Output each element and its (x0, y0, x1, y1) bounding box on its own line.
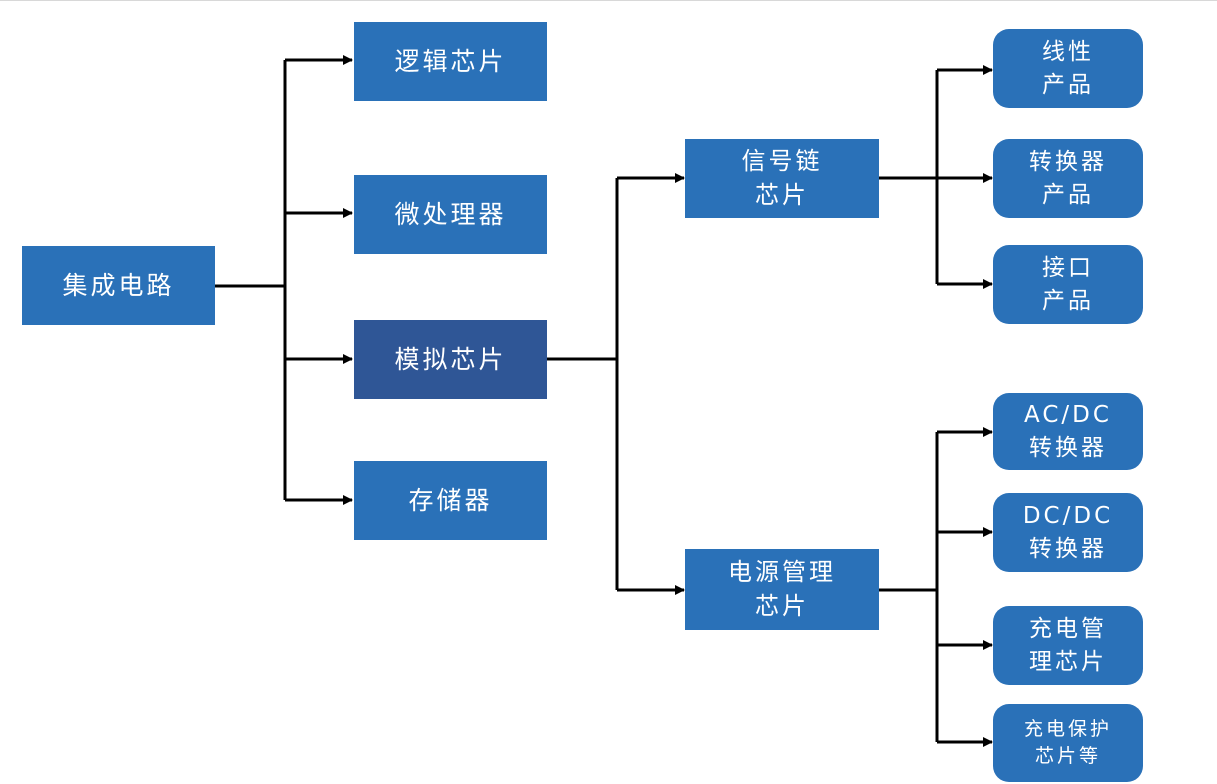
node-charge-management-chip: 充电管 理芯片 (993, 606, 1143, 685)
node-interface-products: 接口 产品 (993, 245, 1143, 324)
node-label-line2: 产品 (1042, 287, 1094, 314)
node-power-management-chip: 电源管理 芯片 (685, 549, 879, 630)
node-label-line1: 充电管 (1029, 616, 1107, 643)
node-label-line1: 电源管理 (728, 557, 836, 586)
node-analog-chip: 模拟芯片 (354, 320, 547, 399)
node-label: 存储器 (408, 486, 493, 515)
node-label-line2: 芯片等 (1034, 745, 1101, 767)
node-linear-products: 线性 产品 (993, 29, 1143, 108)
node-label: 集成电路 (62, 271, 175, 300)
node-charge-protection-chip: 充电保护 芯片等 (993, 704, 1143, 782)
node-label-line1: 接口 (1042, 255, 1094, 282)
node-label-line2: 转换器 (1029, 535, 1107, 562)
node-acdc-converter: AC/DC 转换器 (993, 393, 1143, 470)
node-label: 微处理器 (394, 200, 507, 229)
node-logic-chip: 逻辑芯片 (354, 22, 547, 101)
node-signal-chain-chip: 信号链 芯片 (685, 139, 879, 218)
node-converter-products: 转换器 产品 (993, 139, 1143, 218)
node-label-line2: 芯片 (755, 591, 809, 620)
node-label: 逻辑芯片 (394, 47, 507, 76)
node-label-line2: 理芯片 (1029, 648, 1107, 675)
node-integrated-circuit: 集成电路 (22, 246, 215, 325)
node-label-line1: DC/DC (1022, 503, 1114, 530)
node-label-line2: 芯片 (755, 180, 809, 209)
node-label-line2: 产品 (1042, 71, 1094, 98)
top-border (0, 0, 1217, 1)
node-label-line2: 产品 (1042, 181, 1094, 208)
node-label-line1: 转换器 (1029, 149, 1107, 176)
node-label-line1: 线性 (1042, 39, 1094, 66)
node-label-line1: 充电保护 (1023, 718, 1112, 741)
node-label: 模拟芯片 (394, 345, 507, 374)
node-microprocessor: 微处理器 (354, 175, 547, 254)
node-label-line2: 转换器 (1029, 434, 1107, 461)
node-label-line1: 信号链 (741, 146, 823, 175)
node-memory: 存储器 (354, 461, 547, 540)
node-dcdc-converter: DC/DC 转换器 (993, 493, 1143, 572)
node-label-line1: AC/DC (1024, 402, 1112, 429)
